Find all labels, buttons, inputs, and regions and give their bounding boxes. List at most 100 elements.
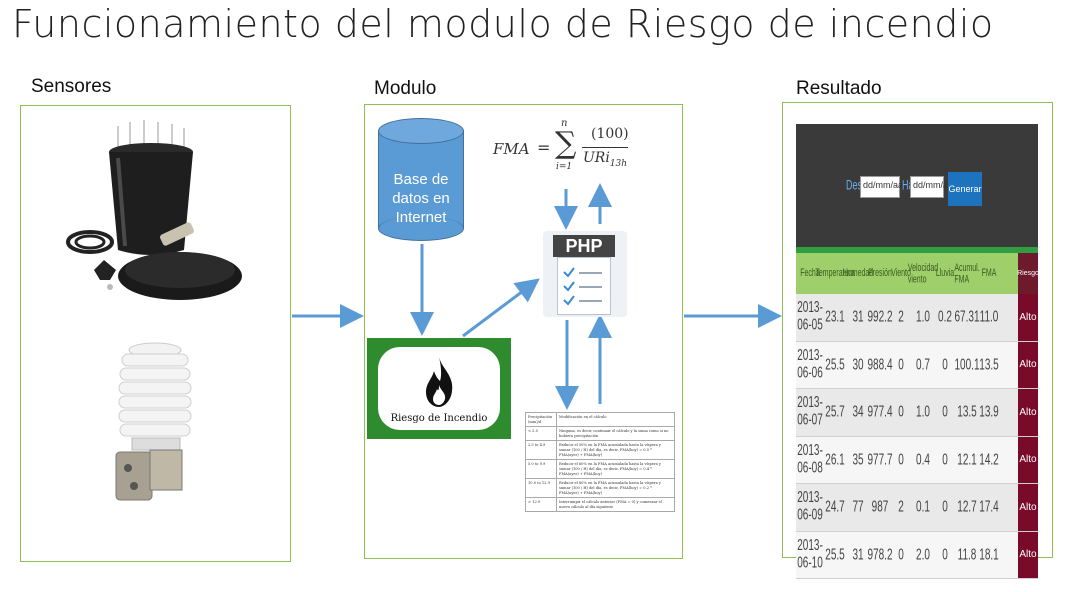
table-cell: 11.8 [957, 545, 977, 564]
table-header-cell: Modificación en el cálculo [556, 412, 675, 427]
table-header-cell: Fecha [800, 267, 820, 280]
table-cell: 31 [852, 545, 864, 564]
table-cell: 0.4 [916, 450, 930, 469]
table-cell: 34 [852, 403, 864, 422]
table-cell: 1.0 [916, 403, 930, 422]
table-cell: Reducir el 50% en la FMA acumulada hasta… [556, 440, 675, 460]
result-filter-bar: Desde dd/mm/aaaa Hasta dd/mm/aaaa Genera… [796, 124, 1038, 248]
table-cell: 25.5 [825, 355, 845, 374]
database-label-line3: Internet [395, 209, 447, 226]
fire-icon [426, 357, 453, 407]
table-header-cell: Precipitación (mm)/d [525, 412, 557, 427]
table-cell: 0 [898, 450, 904, 469]
table-row: 5.0 to 9.9 Reducir el 60% en la FMA acum… [525, 459, 675, 479]
table-cell: < 2.5 [525, 426, 557, 441]
section-label-sensores: Sensores [31, 76, 112, 97]
table-cell: 24.7 [825, 498, 845, 517]
table-cell: 2.5 to 4.9 [525, 440, 557, 460]
table-cell: 2013-06-09 [797, 489, 823, 525]
page-title: Funcionamiento del modulo de Riesgo de i… [12, 2, 994, 46]
database-label-line2: datos en [392, 190, 450, 207]
formula-equals: = [537, 138, 551, 157]
formula-subscript: 13h [609, 158, 628, 169]
table-cell: 31 [852, 308, 864, 327]
table-cell: 0 [898, 355, 904, 374]
table-cell: 977.4 [867, 403, 893, 422]
table-cell: 10.0 to 12.9 [525, 478, 557, 498]
temperature-humidity-sensor-image [115, 342, 192, 501]
table-cell: 100.1 [954, 355, 980, 374]
table-header-cell: Viento [891, 267, 911, 280]
generar-button[interactable]: Generar [948, 172, 982, 206]
table-header-cell: Riesgo [1017, 253, 1039, 294]
table-header-cell: Velocidad viento [907, 262, 939, 285]
table-cell: 25.5 [825, 545, 845, 564]
table-cell: 0 [898, 545, 904, 564]
risk-badge: Alto [1018, 484, 1038, 531]
risk-badge: Alto [1018, 531, 1038, 578]
formula-denominator: URi13h [583, 150, 628, 169]
table-cell: 2.0 [916, 545, 930, 564]
table-cell: 26.1 [825, 450, 845, 469]
php-label: PHP [553, 235, 615, 257]
table-cell: Reducir el 60% en la FMA acumulada hasta… [556, 459, 675, 479]
table-cell: 0 [942, 450, 948, 469]
table-cell: 992.2 [867, 308, 893, 327]
fraction-bar [582, 147, 628, 148]
table-cell: Interrumpir el cálculo anterior (FMA = 0… [556, 497, 675, 512]
table-header-cell: Acumul. FMA [954, 262, 980, 285]
risk-badge: Alto [1018, 341, 1038, 388]
table-cell: 11.0 [979, 308, 999, 327]
table-row: 2.5 to 4.9 Reducir el 50% en la FMA acum… [525, 440, 675, 460]
table-cell: 23.1 [825, 308, 845, 327]
table-cell: 0 [942, 403, 948, 422]
risk-badge: Alto [1018, 294, 1038, 341]
table-cell: 35 [852, 450, 864, 469]
table-cell: 25.7 [825, 403, 845, 422]
table-cell: 30 [852, 355, 864, 374]
table-cell: 0 [898, 403, 904, 422]
table-cell: 1.0 [916, 308, 930, 327]
table-row: 10.0 to 12.9 Reducir el 80% en la FMA ac… [525, 478, 675, 498]
result-divider [796, 247, 1038, 253]
table-cell: 12.7 [957, 498, 977, 517]
table-cell: 0.1 [916, 498, 930, 517]
table-cell: 978.2 [867, 545, 893, 564]
table-header-cell: Presión [868, 267, 892, 280]
table-header-cell: Lluvia [935, 267, 955, 280]
table-header-cell: FMA [981, 267, 997, 280]
table-cell: 988.4 [867, 355, 893, 374]
risk-badge: Alto [1018, 389, 1038, 436]
riesgo-incendio-box: Riesgo de Incendio [367, 338, 511, 439]
table-cell: 0.7 [916, 355, 930, 374]
table-cell: 17.4 [979, 498, 999, 517]
table-cell: 2013-06-10 [797, 537, 823, 573]
table-cell: 0 [942, 545, 948, 564]
table-cell: 977.7 [867, 450, 893, 469]
hasta-date-input[interactable]: dd/mm/aaaa [910, 176, 963, 198]
table-cell: 67.31 [954, 308, 980, 327]
table-cell: 13.9 [979, 403, 999, 422]
precipitation-modification-table: Precipitación (mm)/d Modificación en el … [525, 412, 675, 512]
formula-sum-bottom: i=1 [556, 162, 573, 172]
desde-date-input[interactable]: dd/mm/aaaa [860, 176, 913, 198]
table-cell: 18.1 [979, 545, 999, 564]
table-cell: 0 [942, 355, 948, 374]
section-label-resultado: Resultado [796, 78, 882, 99]
table-cell: 0 [942, 498, 948, 517]
table-cell: 2 [898, 308, 904, 327]
table-cell: 2013-06-06 [797, 347, 823, 383]
table-header-cell: Humedad [842, 267, 874, 280]
table-cell: 2013-06-05 [797, 299, 823, 335]
table-cell: 2 [898, 498, 904, 517]
formula-numerator: (100) [591, 126, 629, 142]
riesgo-label: Riesgo de Incendio [390, 413, 488, 424]
